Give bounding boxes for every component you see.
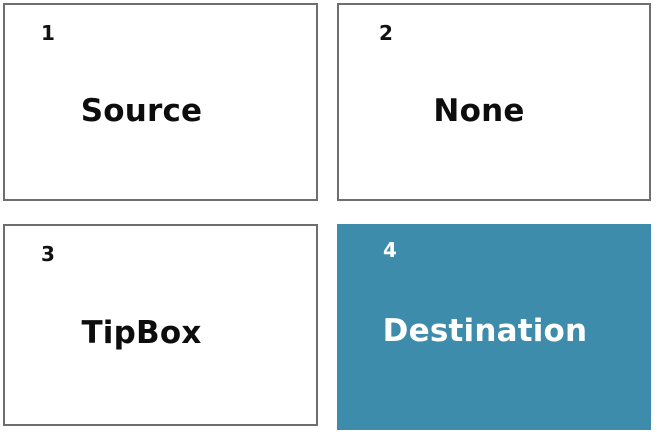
panel-3-index: 3 [41,242,55,266]
panel-2-label: None [433,93,525,129]
panel-2-index: 2 [379,21,393,45]
panel-1-label: Source [80,93,203,129]
panel-4-destination[interactable]: 4 Destination [337,224,651,430]
panel-3-label: TipBox [81,315,202,351]
panel-1-source[interactable]: 1 Source [3,3,318,201]
panel-1-index: 1 [41,21,55,45]
panel-3-tipbox[interactable]: 3 TipBox [3,224,318,426]
panel-2-none[interactable]: 2 None [337,3,651,201]
panel-4-label: Destination [382,313,588,349]
panel-4-index: 4 [383,238,397,262]
